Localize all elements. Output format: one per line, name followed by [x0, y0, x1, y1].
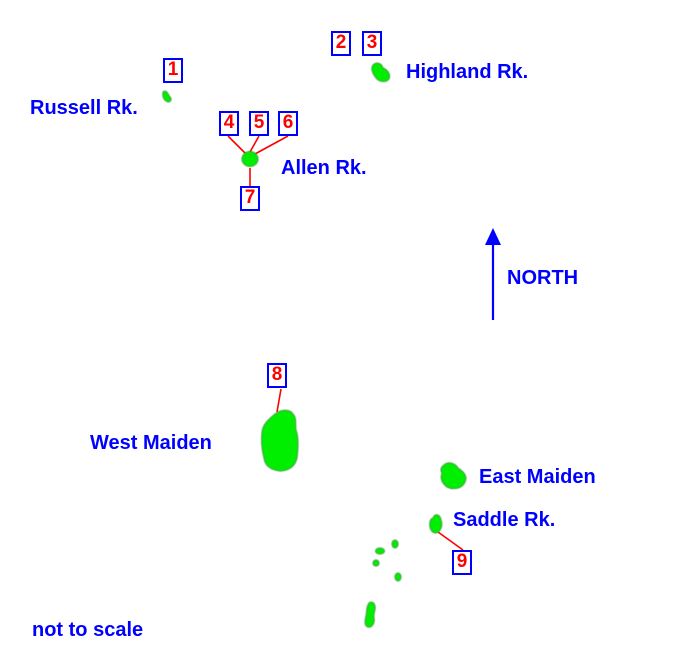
leader-line-4	[227, 135, 247, 155]
marker-7[interactable]: 7	[240, 186, 260, 211]
label-allen-rock: Allen Rk.	[281, 157, 367, 179]
island-allen-rock	[241, 151, 259, 167]
leader-line-9	[437, 531, 464, 551]
leader-line-8	[276, 388, 282, 413]
label-west-maiden: West Maiden	[90, 432, 212, 454]
label-east-maiden: East Maiden	[479, 466, 596, 488]
label-saddle-rock: Saddle Rk.	[453, 509, 556, 531]
islet-d	[394, 572, 402, 582]
island-saddle-rock	[429, 514, 443, 534]
leader-lines	[227, 135, 464, 551]
island-west-maiden	[261, 409, 299, 472]
islet-b	[391, 539, 399, 549]
marker-9[interactable]: 9	[452, 550, 472, 575]
island-highland-rock	[371, 62, 391, 82]
marker-3[interactable]: 3	[362, 31, 382, 56]
islet-a	[375, 547, 385, 555]
island-east-maiden	[440, 462, 467, 490]
leader-line-5	[249, 135, 260, 153]
leader-line-6	[254, 135, 289, 155]
islet-south	[364, 601, 376, 628]
marker-1[interactable]: 1	[163, 58, 183, 83]
north-label: NORTH	[507, 267, 579, 289]
marker-2[interactable]: 2	[331, 31, 351, 56]
islet-c	[372, 559, 380, 567]
islands	[162, 62, 467, 628]
marker-6[interactable]: 6	[278, 111, 298, 136]
scale-note: not to scale	[32, 619, 144, 641]
label-highland-rock: Highland Rk.	[406, 61, 529, 83]
north-arrow-icon	[485, 228, 501, 320]
marker-5[interactable]: 5	[249, 111, 269, 136]
marker-4[interactable]: 4	[219, 111, 239, 136]
marker-8[interactable]: 8	[267, 363, 287, 388]
label-russell-rock: Russell Rk.	[30, 97, 138, 119]
island-russell-rock	[162, 90, 172, 103]
